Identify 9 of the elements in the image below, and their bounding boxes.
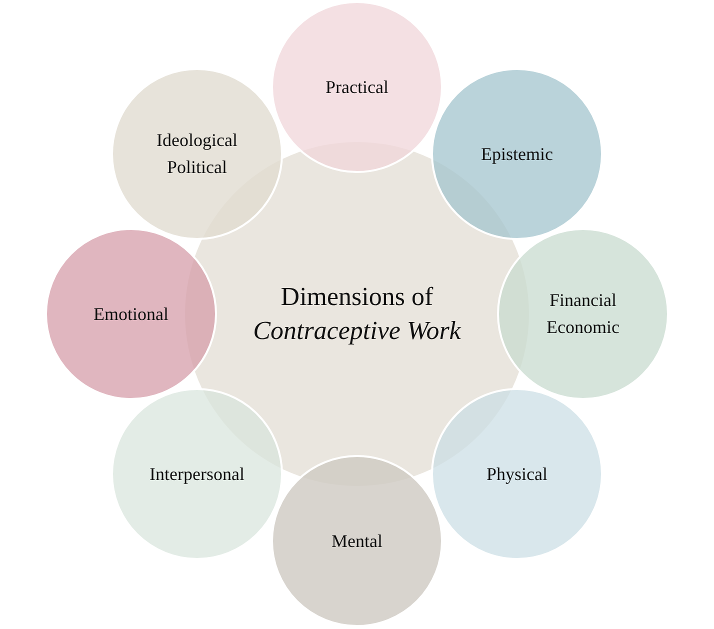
- dimension-label: Physical: [486, 462, 548, 486]
- dimension-label: Interpersonal: [150, 462, 244, 486]
- dimension-label: Mental: [332, 530, 382, 552]
- dimension-label: Practical: [326, 76, 388, 98]
- dimension-label: Financial Economic: [546, 289, 620, 339]
- dimension-label: Ideological Political: [156, 129, 238, 179]
- center-title: Dimensions of Contraceptive Work: [252, 281, 462, 347]
- dimension-label: Epistemic: [481, 142, 553, 166]
- dimension-label: Emotional: [94, 302, 168, 326]
